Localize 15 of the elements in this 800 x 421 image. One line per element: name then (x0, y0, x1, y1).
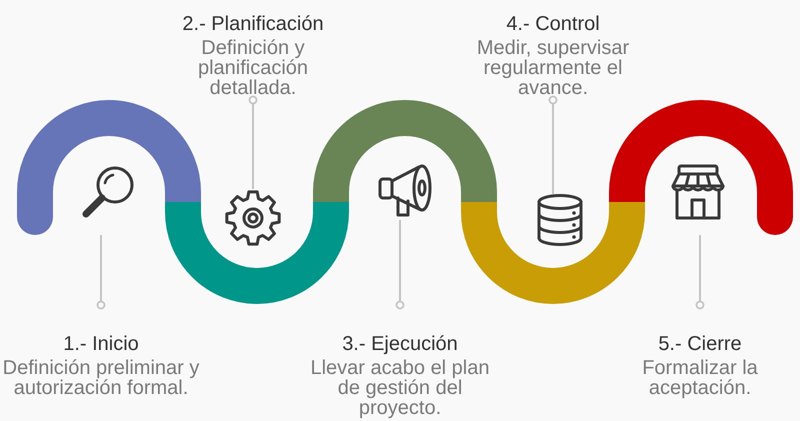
leader-line (696, 235, 704, 310)
step-heading: 5.- Cierre (658, 334, 742, 354)
step-description: Medir, supervisar regularmente el avance. (476, 38, 630, 98)
leader-line (248, 96, 258, 189)
leader-line (548, 96, 558, 194)
step-heading: 1.- Inicio (63, 334, 139, 354)
step-description: Definición y planificación detallada. (196, 38, 310, 98)
step-description: Definición preliminar y autorización formal. (2, 358, 200, 398)
leader-line (96, 235, 106, 310)
leader-line (396, 220, 404, 310)
step-heading: 3.- Ejecución (342, 334, 458, 354)
step-description: Llevar acabo el plan de gestión del proyecto. (309, 358, 490, 418)
step-heading: 2.- Planificación (182, 14, 324, 34)
step-heading: 4.- Control (506, 14, 600, 34)
step-description: Formalizar la aceptación. (641, 358, 759, 398)
